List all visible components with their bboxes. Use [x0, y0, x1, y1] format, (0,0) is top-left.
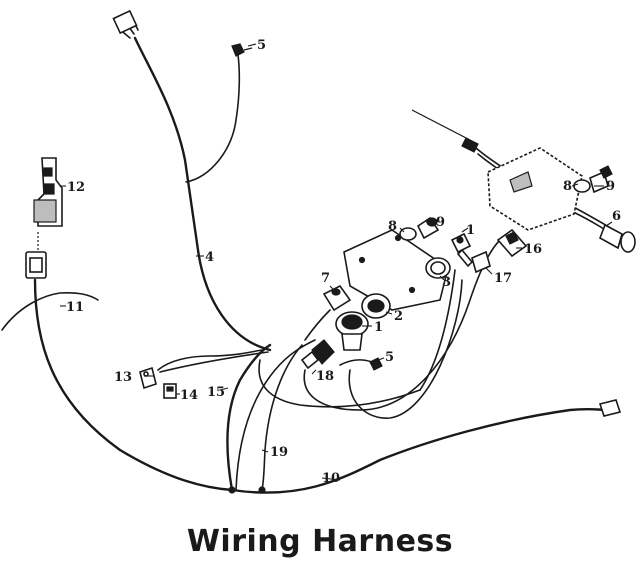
screw-5-lower: [369, 357, 383, 371]
leader-lines: [60, 43, 613, 481]
relay-18: [300, 339, 335, 370]
callout-4: 4: [205, 250, 214, 265]
callout-9-right: 9: [606, 179, 615, 194]
connector-14: [163, 383, 177, 399]
harness-main-10: [230, 407, 612, 494]
switch-7: [304, 284, 352, 341]
plug-17: [471, 250, 491, 274]
wire-17: [419, 269, 456, 391]
callout-2: 2: [394, 309, 403, 324]
callout-8-right: 8: [563, 179, 572, 194]
bezel-3: [425, 257, 451, 279]
callout-5-lower: 5: [385, 350, 394, 365]
switch-9-panel: [399, 216, 440, 241]
harness-connector: [25, 251, 47, 279]
callout-6: 6: [612, 209, 621, 224]
wire-loop-a: [258, 359, 421, 408]
callout-1-gauge: 1: [374, 320, 383, 335]
callout-9-panel: 9: [436, 215, 445, 230]
top-connector: [112, 9, 139, 39]
callout-11: 11: [66, 300, 84, 315]
callout-14: 14: [180, 388, 198, 403]
callout-labels: 5 12 4 11 8 9 6 8 9 1 16 17 3 7 2 1 5 18…: [66, 38, 621, 486]
callout-5-top: 5: [257, 38, 266, 53]
harness-trunk: [33, 278, 234, 492]
harness-branch-4: [133, 36, 272, 352]
callout-19: 19: [270, 445, 288, 460]
callout-10: 10: [322, 471, 340, 486]
terminal-13: [139, 366, 157, 390]
callout-7: 7: [321, 271, 330, 286]
callout-8-panel: 8: [388, 219, 397, 234]
harness-branch-4-split: [185, 54, 241, 183]
switch-16: [496, 228, 528, 258]
callout-15: 15: [207, 385, 225, 400]
wire-11: [1, 292, 99, 331]
panel: [343, 229, 449, 311]
callout-13: 13: [114, 370, 132, 385]
wire-5-lower: [339, 359, 373, 366]
switch-9-right: [573, 165, 613, 194]
wire-terminals: [228, 399, 622, 494]
callout-3: 3: [442, 275, 451, 290]
wire-loop-c: [348, 279, 463, 419]
wire-13: [157, 349, 263, 371]
gauge-2: [361, 293, 391, 319]
harness-rise-b: [235, 339, 316, 491]
wire-19: [261, 344, 303, 491]
harness-wires: [1, 36, 612, 494]
wire-15: [159, 351, 269, 373]
bracket-12: [33, 157, 63, 250]
callout-1-key: 1: [466, 223, 475, 238]
key-switch-1: [450, 232, 474, 268]
gauge-1-lower: [335, 311, 369, 351]
callout-17: 17: [494, 271, 512, 286]
callout-16: 16: [524, 242, 542, 257]
cable-assembly-6: [411, 109, 636, 253]
callout-18: 18: [316, 369, 334, 384]
diagram-title: Wiring Harness: [186, 524, 454, 559]
callout-12: 12: [67, 180, 85, 195]
screw-5-top: [231, 43, 253, 57]
